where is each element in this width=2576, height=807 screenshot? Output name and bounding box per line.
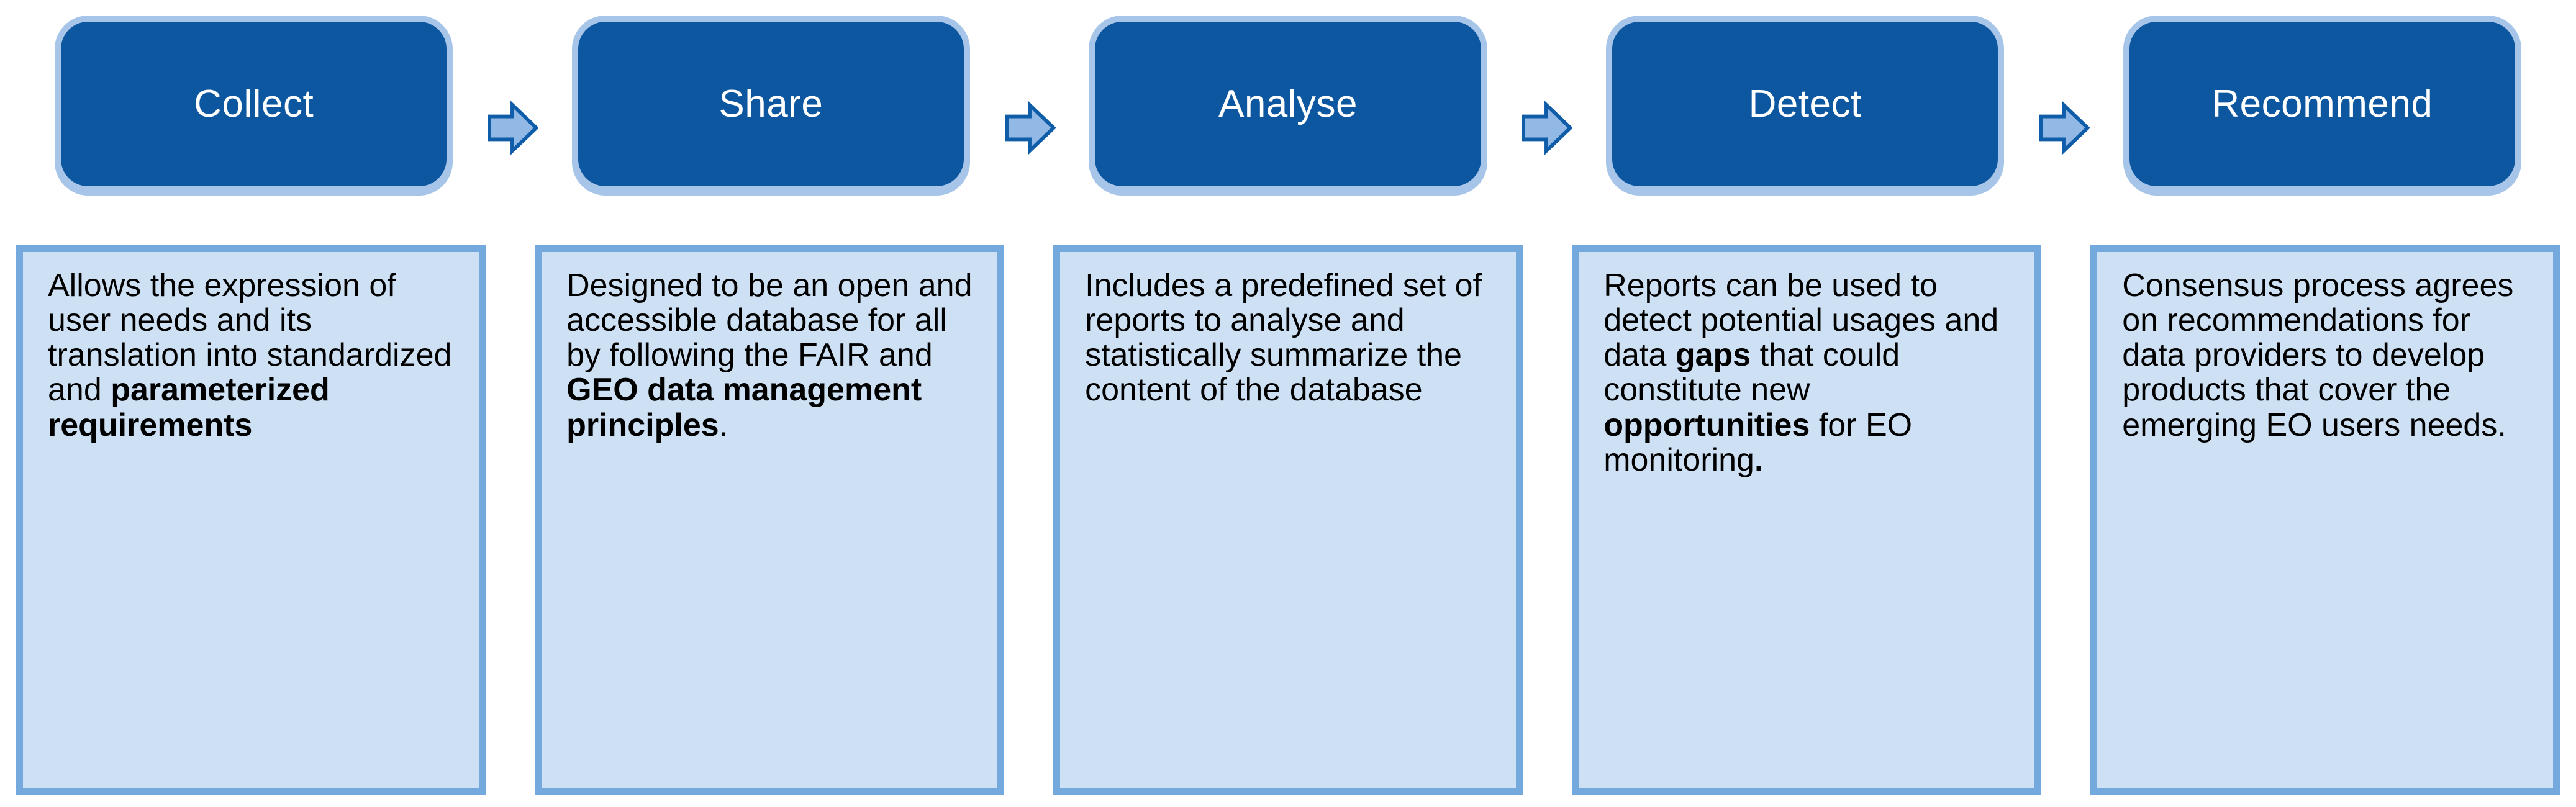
stage-header-recommend: Recommend [2123, 16, 2522, 192]
stage-descriptions-row: Allows the expression of user needs and … [16, 245, 2560, 795]
stage-description-recommend: Consensus process agrees on recommendati… [2090, 245, 2560, 795]
stage-description-text-recommend: Consensus process agrees on recommendati… [2122, 268, 2514, 443]
right-block-arrow-icon-1 [488, 100, 538, 155]
column-gap [1523, 245, 1572, 795]
stage-description-text-detect: Reports can be used to detect potential … [1603, 268, 1999, 478]
stage-description-analyse: Includes a predefined set of reports to … [1053, 245, 1523, 795]
stage-title-share: Share [719, 83, 823, 125]
stage-header-share: Share [571, 16, 970, 192]
stage-title-recommend: Recommend [2211, 83, 2433, 125]
stage-title-detect: Detect [1748, 83, 1862, 125]
stage-header-analyse: Analyse [1089, 16, 1487, 192]
stage-title-collect: Collect [194, 83, 314, 125]
right-block-arrow-icon-3 [1522, 100, 1573, 155]
stage-description-share: Designed to be an open and accessible da… [535, 245, 1004, 795]
stage-header-detect: Detect [1606, 16, 2005, 192]
stage-title-analyse: Analyse [1218, 83, 1358, 125]
column-gap [1004, 245, 1053, 795]
right-block-arrow-icon-2 [1004, 100, 1056, 155]
stage-header-collect: Collect [55, 16, 453, 192]
stage-description-text-collect: Allows the expression of user needs and … [48, 268, 452, 443]
right-block-arrow-icon-4 [2039, 100, 2090, 155]
column-gap [2041, 245, 2090, 795]
column-gap [486, 245, 535, 795]
stage-description-text-share: Designed to be an open and accessible da… [566, 268, 973, 443]
stage-description-text-analyse: Includes a predefined set of reports to … [1085, 268, 1482, 408]
stage-description-detect: Reports can be used to detect potential … [1572, 245, 2041, 795]
stage-headers-row: Collect Share Analyse Detect [16, 16, 2560, 192]
stage-description-collect: Allows the expression of user needs and … [16, 245, 486, 795]
